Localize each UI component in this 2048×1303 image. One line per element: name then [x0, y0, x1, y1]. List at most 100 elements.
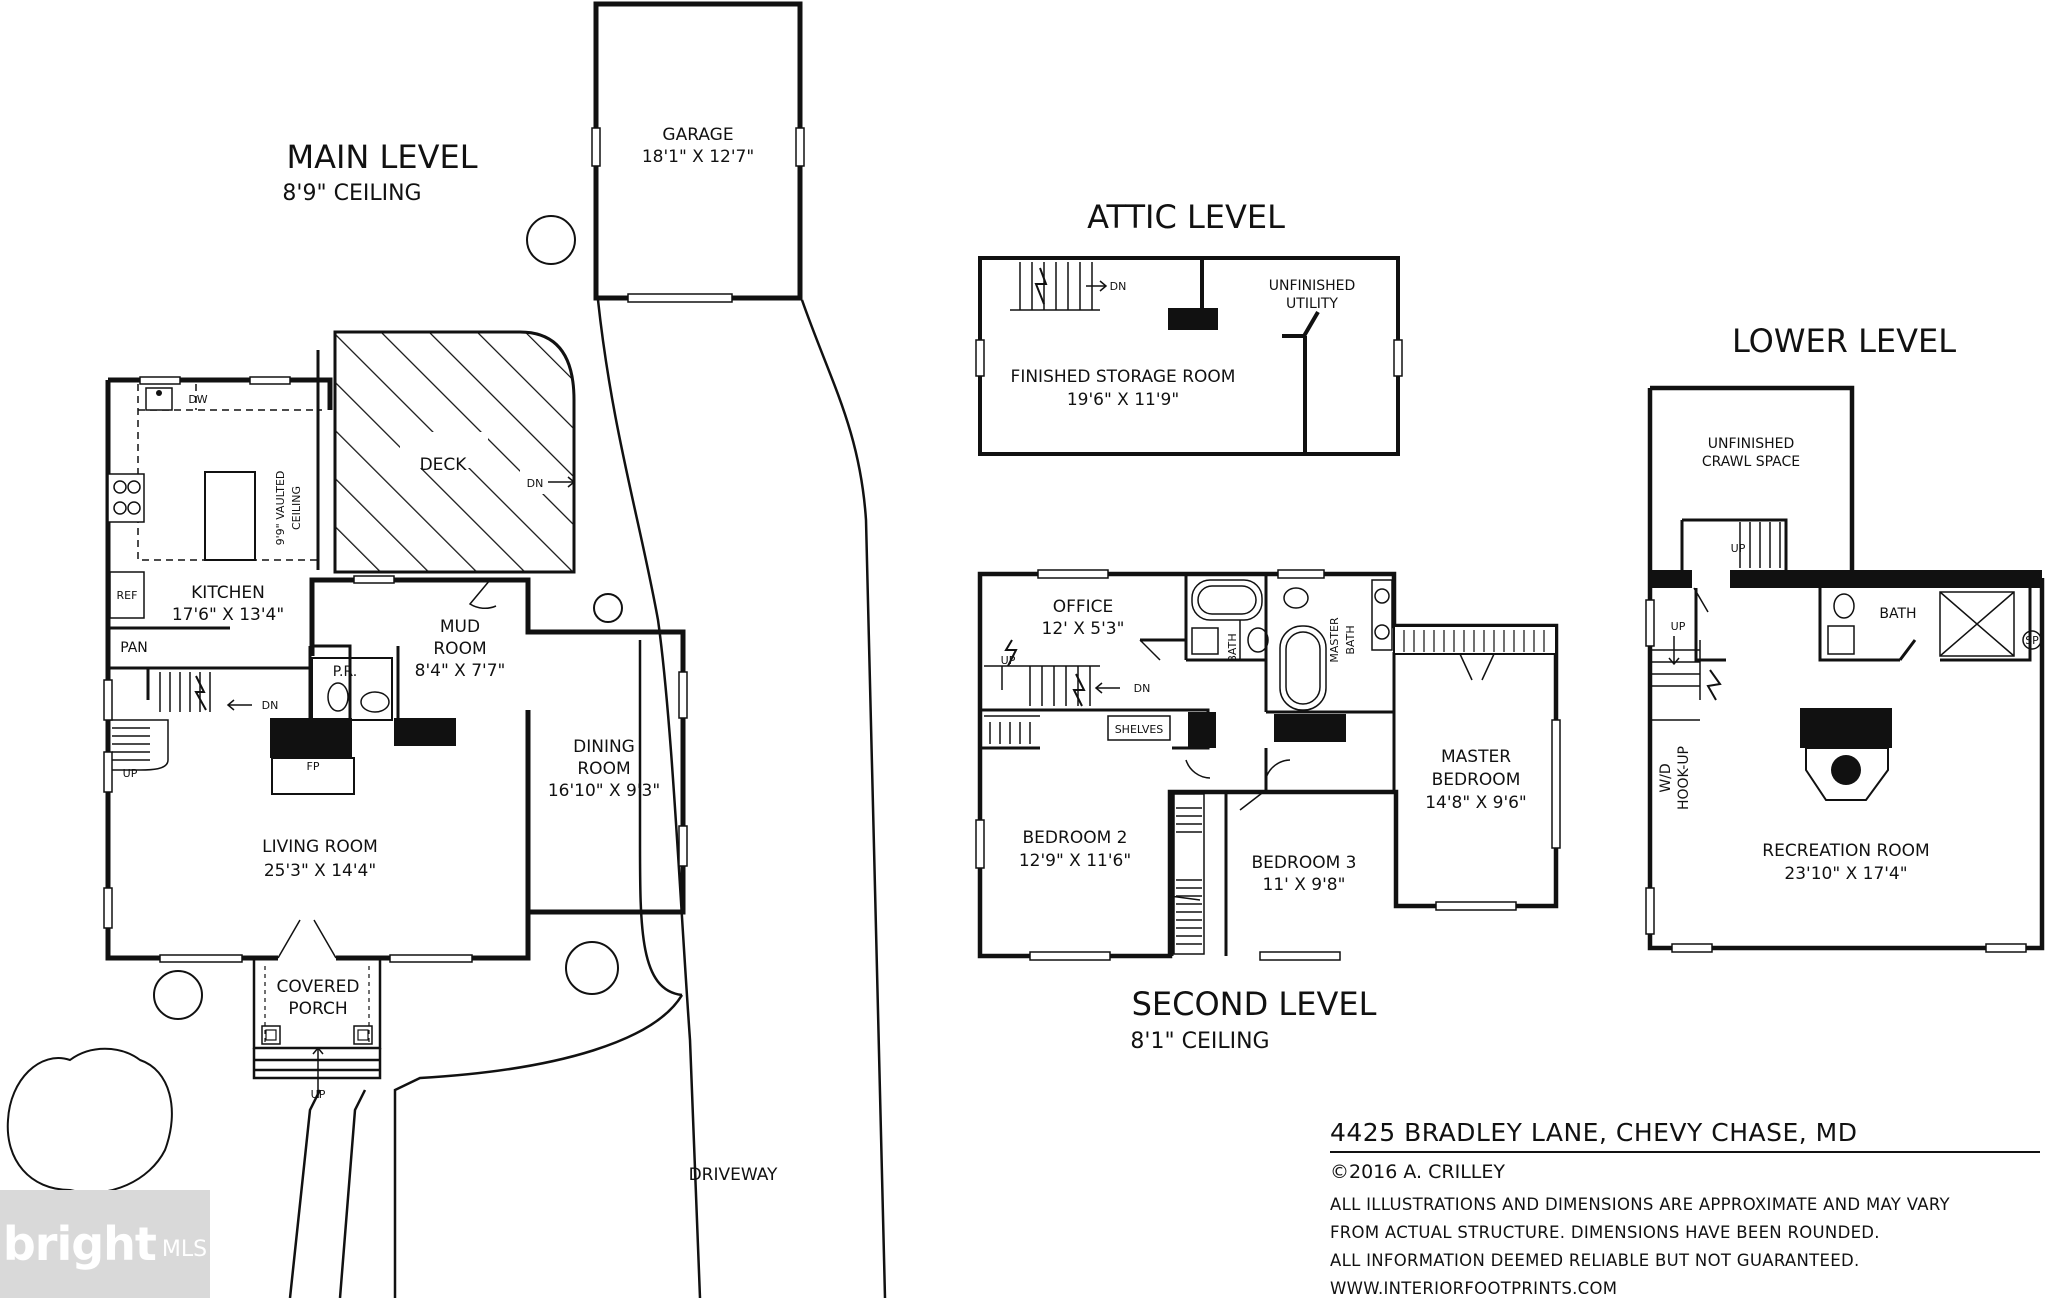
hall-closet [1173, 793, 1205, 955]
main-windows [103, 376, 688, 963]
garage-name: GARAGE [662, 125, 733, 145]
main-doors [277, 579, 497, 959]
living-room-name: LIVING ROOM [262, 837, 378, 857]
master-closet-shelf [1403, 630, 1545, 652]
crawl-space-line1: UNFINISHED [1708, 436, 1795, 452]
shelves-box [1107, 715, 1171, 741]
lower-up-label-top: UP [1731, 542, 1746, 555]
hall-bath-label: BATH [1226, 633, 1239, 662]
ref-label: REF [117, 589, 138, 602]
master-closet [1393, 625, 1557, 655]
kitchen-name: KITCHEN [191, 583, 265, 603]
website-link[interactable]: WWW.INTERIORFOOTPRINTS.COM [1330, 1279, 1618, 1298]
lower-bath-fixtures [1827, 591, 2042, 657]
crawl-space-line2: CRAWL SPACE [1702, 454, 1800, 470]
vaulted-ceiling-line2: CEILING [290, 486, 303, 530]
kitchen-island [204, 471, 256, 561]
main-stairs [108, 672, 252, 771]
lower-wall-block-right [1730, 570, 2042, 588]
second-wall-block [1274, 714, 1346, 742]
covered-porch-line2: PORCH [288, 999, 347, 1019]
lower-windows [1645, 599, 2027, 953]
sp-label: SP [2025, 634, 2039, 647]
second-chimney [1188, 712, 1216, 748]
lower-fireplace [1800, 708, 1892, 801]
master-bedroom-dims: 14'8" X 9'6" [1425, 793, 1527, 813]
main-stair-dn-label: DN [262, 699, 279, 712]
mud-room-dims: 8'4" X 7'7" [415, 661, 506, 681]
disclaimer-line: ALL ILLUSTRATIONS AND DIMENSIONS ARE APP… [1330, 1195, 1950, 1214]
range-icon [107, 473, 145, 523]
wd-hookup-line2: HOOK-UP [1676, 746, 1692, 810]
deck-label: DECK [420, 455, 468, 475]
property-info: 4425 BRADLEY LANE, CHEVY CHASE, MD ©2016… [1330, 1118, 2040, 1303]
attic-utility-line1: UNFINISHED [1269, 278, 1356, 294]
second-windows [975, 569, 1561, 961]
second-level-ceiling: 8'1" CEILING [1130, 1029, 1269, 1054]
deck-dn-label: DN [527, 477, 544, 490]
dining-room-dims: 16'10" X 9'3" [548, 781, 660, 801]
disclaimer-line: FROM ACTUAL STRUCTURE. DIMENSIONS HAVE B… [1330, 1223, 1880, 1242]
mud-room-line2: ROOM [433, 639, 486, 659]
main-level-interior-walls [106, 380, 400, 718]
shelves-label: SHELVES [1115, 723, 1164, 736]
lower-level-title: LOWER LEVEL [1732, 322, 1956, 360]
lower-stairs [1652, 522, 1781, 721]
lower-up-label: UP [1671, 620, 1686, 633]
attic-dn-label: DN [1110, 280, 1127, 293]
kitchen-dims: 17'6" X 13'4" [172, 605, 284, 625]
powder-room: P.R. [311, 657, 393, 721]
sink-icon [145, 387, 173, 411]
pantry-label: PAN [120, 640, 148, 656]
lower-bath-label: BATH [1879, 606, 1916, 622]
master-bedroom-line1: MASTER [1441, 747, 1511, 767]
garage-room: GARAGE 18'1" X 12'7" [591, 1, 805, 303]
attic-utility-line2: UTILITY [1286, 296, 1338, 312]
recreation-room-dims: 23'10" X 17'4" [1784, 864, 1907, 884]
second-dn-label: DN [1134, 682, 1151, 695]
logo-brand: bright [2, 1217, 157, 1271]
office-dims: 12' X 5'3" [1042, 619, 1125, 639]
deck-area: DECK DN [316, 330, 576, 574]
wall-block [394, 718, 456, 746]
bedroom2-name: BEDROOM 2 [1023, 828, 1128, 848]
garage-dims: 18'1" X 12'7" [642, 147, 754, 167]
fireplace: FP [270, 718, 355, 795]
fp-label: FP [307, 760, 320, 773]
recreation-room-name: RECREATION ROOM [1762, 841, 1929, 861]
attic-stairs [1010, 262, 1108, 311]
attic-level-title: ATTIC LEVEL [1087, 198, 1285, 236]
property-address: 4425 BRADLEY LANE, CHEVY CHASE, MD [1330, 1118, 2040, 1153]
master-bath-fixtures [1279, 579, 1393, 711]
wd-hookup-line1: W/D [1658, 763, 1674, 792]
master-bath-line2: BATH [1344, 625, 1357, 654]
second-up-label: UP [1001, 654, 1016, 667]
bedroom3-name: BEDROOM 3 [1252, 853, 1357, 873]
vaulted-ceiling-line1: 9'9" VAULTED [274, 471, 287, 546]
attic-windows [975, 339, 1403, 377]
disclaimer-line: ALL INFORMATION DEEMED RELIABLE BUT NOT … [1330, 1251, 1860, 1270]
master-bedroom-line2: BEDROOM [1432, 770, 1521, 790]
main-stair-up-label: UP [123, 767, 138, 780]
master-bath-line1: MASTER [1328, 617, 1341, 663]
dining-room-line2: ROOM [577, 759, 630, 779]
tree-icon [6, 215, 623, 1194]
lower-interior-walls [1680, 518, 2032, 662]
mud-room-line1: MUD [440, 617, 480, 637]
bedroom2-dims: 12'9" X 11'6" [1019, 851, 1131, 871]
refrigerator [109, 571, 145, 619]
lower-level-walls [1647, 385, 2045, 951]
second-level-title: SECOND LEVEL [1132, 985, 1377, 1023]
attic-chimney [1168, 308, 1218, 330]
storage-room-name: FINISHED STORAGE ROOM [1011, 367, 1236, 387]
dining-room-line1: DINING [573, 737, 635, 757]
office-name: OFFICE [1053, 597, 1114, 617]
bright-mls-logo: bright MLS [0, 1190, 210, 1298]
covered-porch-line1: COVERED [277, 977, 360, 997]
living-room-dims: 25'3" X 14'4" [264, 861, 376, 881]
logo-suffix: MLS [161, 1236, 208, 1262]
hall-bath-fixtures [1191, 579, 1269, 660]
main-level-title: MAIN LEVEL [286, 138, 477, 176]
second-doors [1139, 639, 1495, 901]
